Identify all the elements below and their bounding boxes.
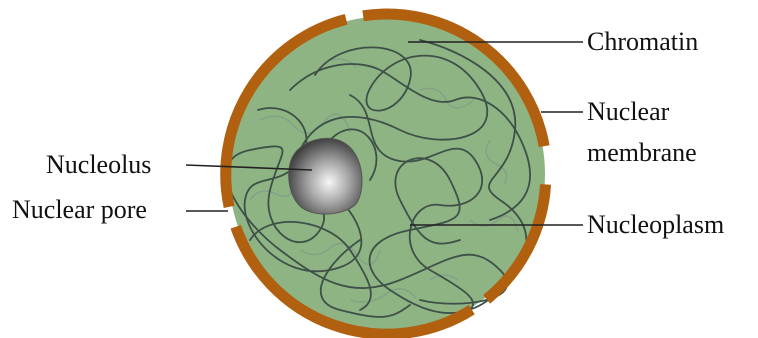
nuclear-pore-label: Nuclear pore [12, 196, 147, 224]
nuclear-membrane-label-line1: Nuclear [587, 98, 669, 126]
nucleolus-shape [289, 138, 362, 214]
nucleoplasm-label: Nucleoplasm [587, 211, 724, 239]
chromatin-label: Chromatin [587, 28, 698, 56]
nucleolus-label: Nucleolus [46, 151, 151, 179]
nuclear-membrane-label-line2: membrane [587, 139, 697, 167]
